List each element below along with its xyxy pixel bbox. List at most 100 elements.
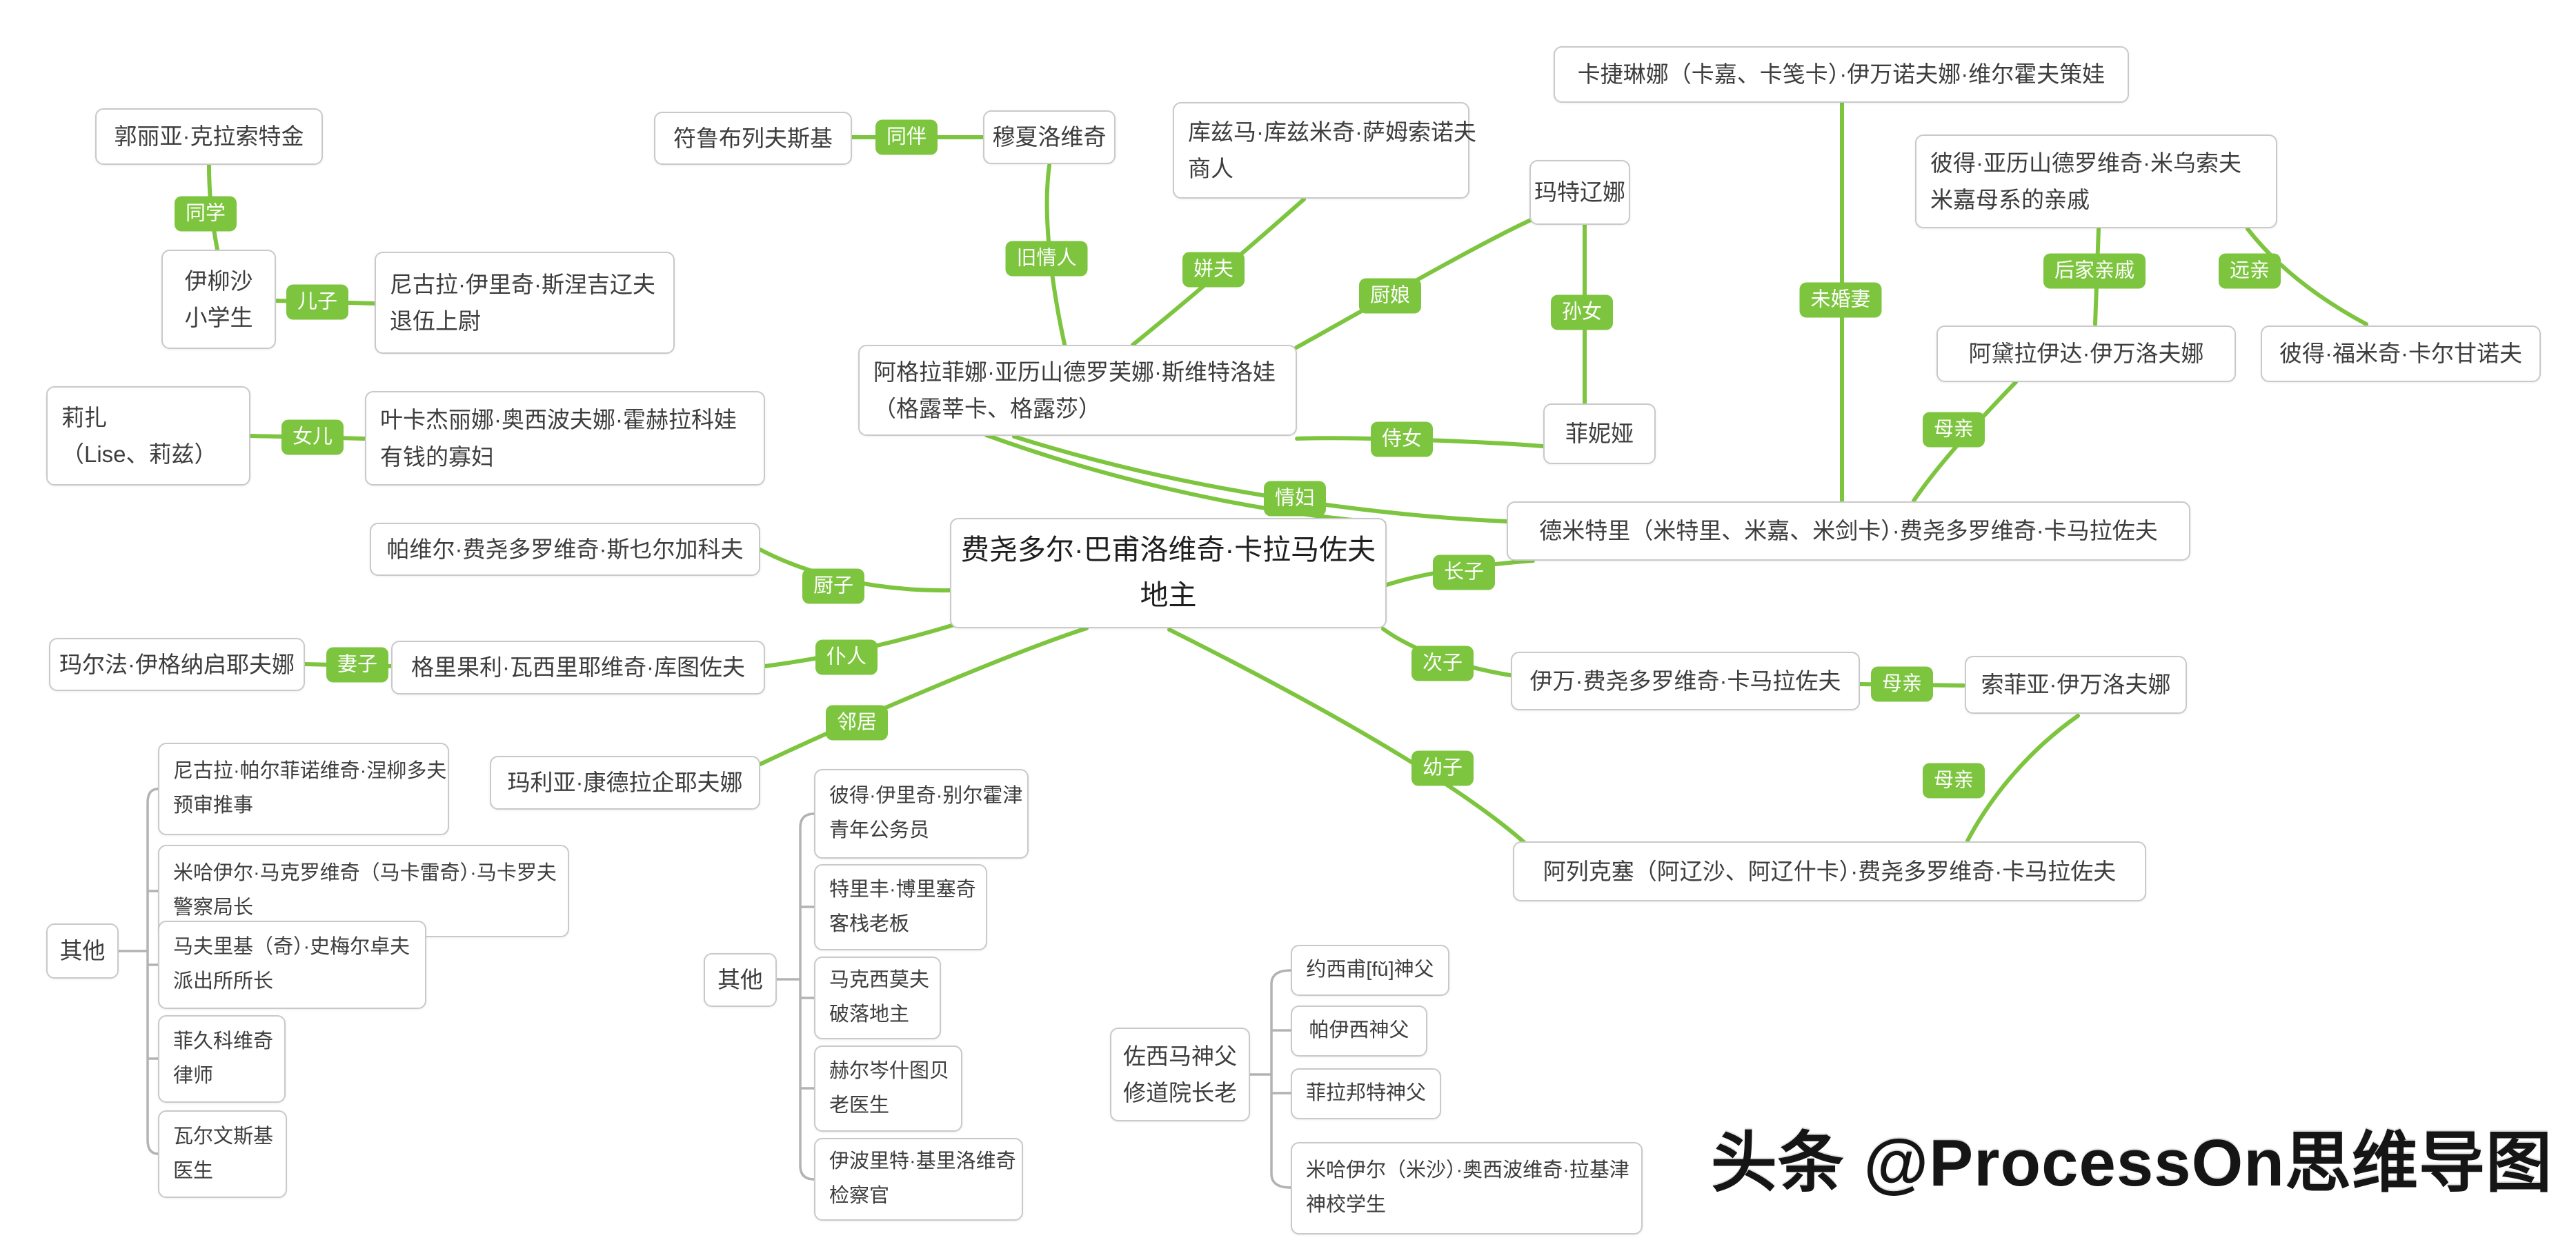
node-herzenstube[interactable]: 赫尔岑什图贝 老医生 <box>814 1046 962 1132</box>
bracket-zosima <box>1248 969 1292 1189</box>
node-zosima[interactable]: 佐西马神父 修道院长老 <box>1110 1028 1250 1121</box>
badge-mother-dmitri[interactable]: 母亲 <box>1922 412 1985 448</box>
node-label: 德米特里（米特里、米嘉、米剑卡）·费尧多罗维奇·卡马拉佐夫 <box>1539 518 2158 544</box>
node-nelyudov[interactable]: 尼古拉·帕尔菲诺维奇·涅柳多夫 预审推事 <box>158 743 449 835</box>
node-label: 菲妮娅 <box>1565 421 1634 447</box>
node-sublabel: 神校学生 <box>1306 1194 1387 1216</box>
node-grigory[interactable]: 格里果利·瓦西里耶维奇·库图佐夫 <box>391 641 765 694</box>
node-dmitri[interactable]: 德米特里（米特里、米嘉、米剑卡）·费尧多罗维奇·卡马拉佐夫 <box>1507 501 2190 561</box>
node-vrublevsky[interactable]: 符鲁布列夫斯基 <box>654 112 852 165</box>
node-label: 彼得·亚历山德罗维奇·米乌索夫 <box>1930 150 2241 176</box>
node-fenya[interactable]: 菲妮娅 <box>1543 403 1656 464</box>
badge-neighbor[interactable]: 邻居 <box>825 705 889 741</box>
node-label: 玛尔法·伊格纳启耶夫娜 <box>59 651 295 677</box>
node-sofia[interactable]: 索菲亚·伊万洛夫娜 <box>1965 656 2187 714</box>
node-katerina[interactable]: 卡捷琳娜（卡嘉、卡笺卡）·伊万诺夫娜·维尔霍夫策娃 <box>1554 46 2129 103</box>
node-rakitin[interactable]: 米哈伊尔（米沙）·奥西波维奇·拉基津 神校学生 <box>1291 1142 1643 1234</box>
node-mariya-kondratyevna[interactable]: 玛利亚·康德拉企耶夫娜 <box>490 756 760 810</box>
node-ilyusha[interactable]: 伊柳沙 小学生 <box>161 250 276 349</box>
node-sublabel: 老医生 <box>829 1094 890 1117</box>
node-fetyukovich[interactable]: 菲久科维奇 律师 <box>158 1015 286 1103</box>
node-label: 帕伊西神父 <box>1309 1019 1409 1042</box>
watermark: 头条 @ProcessOn思维导图 <box>1710 1126 2553 1200</box>
node-snegiryov[interactable]: 尼古拉·伊里奇·斯涅吉辽夫 退伍上尉 <box>375 252 675 354</box>
node-label: 赫尔岑什图贝 <box>829 1059 950 1082</box>
badge-distant-relative[interactable]: 远亲 <box>2218 253 2281 289</box>
node-ivan[interactable]: 伊万·费尧多罗维奇·卡马拉佐夫 <box>1511 652 1860 710</box>
node-varvinsky[interactable]: 瓦尔文斯基 医生 <box>158 1110 287 1198</box>
node-grushenka[interactable]: 阿格拉菲娜·亚历山德罗芙娜·斯维特洛娃 （格露莘卡、格露莎） <box>858 345 1297 436</box>
badge-mother-alexei[interactable]: 母亲 <box>1922 763 1985 799</box>
node-label: 阿格拉菲娜·亚历山德罗芙娜·斯维特洛娃 <box>873 359 1276 385</box>
node-label: 伊柳沙 <box>184 268 253 294</box>
node-smerdyakov[interactable]: 帕维尔·费尧多罗维奇·斯乜尔加科夫 <box>370 523 760 576</box>
node-alexei[interactable]: 阿列克塞（阿辽沙、阿辽什卡）·费尧多罗维奇·卡马拉佐夫 <box>1513 841 2146 901</box>
node-label: 其他 <box>59 938 106 964</box>
node-label: 帕维尔·费尧多罗维奇·斯乜尔加科夫 <box>386 536 744 562</box>
badge-granddaughter[interactable]: 孙女 <box>1550 294 1614 330</box>
node-label: 其他 <box>717 967 763 993</box>
badge-classmate[interactable]: 同学 <box>174 196 237 232</box>
badge-mother-ivan[interactable]: 母亲 <box>1870 666 1934 702</box>
badge-fiancee[interactable]: 未婚妻 <box>1799 282 1882 318</box>
badge-maid[interactable]: 侍女 <box>1370 421 1434 457</box>
node-ippolit[interactable]: 伊波里特·基里洛维奇 检察官 <box>814 1138 1023 1221</box>
node-label: 尼古拉·伊里奇·斯涅吉辽夫 <box>390 271 655 297</box>
badge-eldest-son[interactable]: 长子 <box>1432 554 1496 590</box>
node-others-left-hub[interactable]: 其他 <box>46 923 119 979</box>
node-liza[interactable]: 莉扎 （Lise、莉兹） <box>46 386 250 486</box>
node-perkhotin[interactable]: 彼得·伊里奇·别尔霍津 青年公务员 <box>814 769 1029 859</box>
node-label: 佐西马神父 <box>1123 1043 1237 1069</box>
node-label: 米哈伊尔·马克罗维奇（马卡雷奇）·马卡罗夫 <box>173 862 557 885</box>
node-samsonov[interactable]: 库兹马·库兹米奇·萨姆索诺夫 商人 <box>1173 102 1476 199</box>
badge-old-lover[interactable]: 旧情人 <box>1005 241 1088 277</box>
node-label: 马夫里基（奇）·史梅尔卓夫 <box>173 936 410 959</box>
node-marfa[interactable]: 玛尔法·伊格纳启耶夫娜 <box>49 638 305 691</box>
node-trifon[interactable]: 特里丰·博里塞奇 客栈老板 <box>814 864 987 950</box>
node-maximov[interactable]: 马克西莫夫 破落地主 <box>814 957 941 1039</box>
badge-cook[interactable]: 厨子 <box>802 568 865 604</box>
badge-youngest-son[interactable]: 幼子 <box>1411 750 1474 786</box>
node-label: 玛特辽娜 <box>1534 179 1625 206</box>
badge-paramour[interactable]: 姘夫 <box>1182 252 1245 288</box>
node-sublabel: 青年公务员 <box>829 819 930 841</box>
node-label: 菲拉邦特神父 <box>1306 1082 1427 1105</box>
node-musyalovich[interactable]: 穆夏洛维奇 <box>983 110 1116 164</box>
node-label: 伊万·费尧多罗维奇·卡马拉佐夫 <box>1529 668 1841 694</box>
node-ferapont[interactable]: 菲拉邦特神父 <box>1291 1068 1441 1119</box>
node-fyodor-karamazov[interactable]: 费尧多尔·巴甫洛维奇·卡拉马佐夫 地主 <box>950 518 1387 628</box>
node-mavriky[interactable]: 马夫里基（奇）·史梅尔卓夫 派出所所长 <box>158 921 426 1009</box>
node-label: 费尧多尔·巴甫洛维奇·卡拉马佐夫 <box>960 534 1376 566</box>
node-sublabel: 派出所所长 <box>173 970 274 992</box>
badge-servant[interactable]: 仆人 <box>815 639 878 675</box>
badge-wife[interactable]: 妻子 <box>326 647 389 683</box>
node-iosif[interactable]: 约西甫[fǔ]神父 <box>1291 945 1449 996</box>
node-kolya-krasotkin[interactable]: 郭丽亚·克拉索特金 <box>95 108 323 165</box>
node-khokhlakova[interactable]: 叶卡杰丽娜·奥西波夫娜·霍赫拉科娃 有钱的寡妇 <box>365 391 765 486</box>
edge-youngest-son <box>1167 628 1527 845</box>
node-others-mid-hub[interactable]: 其他 <box>704 953 777 1007</box>
badge-step-relative[interactable]: 后家亲戚 <box>2043 253 2146 289</box>
badge-companion[interactable]: 同伴 <box>875 119 938 155</box>
node-label: 郭丽亚·克拉索特金 <box>114 123 304 150</box>
node-sublabel: 破落地主 <box>829 1003 910 1026</box>
badge-son[interactable]: 儿子 <box>286 284 349 320</box>
node-paisiy[interactable]: 帕伊西神父 <box>1291 1006 1427 1057</box>
node-label: 穆夏洛维奇 <box>992 124 1107 150</box>
node-sublabel: （Lise、莉兹） <box>61 441 217 467</box>
node-label: 尼古拉·帕尔菲诺维奇·涅柳多夫 <box>173 760 447 783</box>
badge-second-son[interactable]: 次子 <box>1411 646 1474 681</box>
node-matryona[interactable]: 玛特辽娜 <box>1529 160 1630 225</box>
node-label: 米哈伊尔（米沙）·奥西波维奇·拉基津 <box>1306 1159 1629 1182</box>
node-sublabel: 预审推事 <box>173 794 254 817</box>
badge-mistress[interactable]: 情妇 <box>1263 481 1327 517</box>
node-label: 莉扎 <box>61 404 107 430</box>
badge-daughter[interactable]: 女儿 <box>281 419 344 455</box>
node-sublabel: 警察局长 <box>173 897 254 919</box>
node-kalganov[interactable]: 彼得·福米奇·卡尔甘诺夫 <box>2261 326 2541 382</box>
edge-neighbor <box>758 626 1089 766</box>
badge-cook-woman[interactable]: 厨娘 <box>1358 278 1422 314</box>
node-miusov[interactable]: 彼得·亚历山德罗维奇·米乌索夫 米嘉母系的亲戚 <box>1915 134 2277 228</box>
node-adelaida[interactable]: 阿黛拉伊达·伊万洛夫娜 <box>1936 326 2236 382</box>
